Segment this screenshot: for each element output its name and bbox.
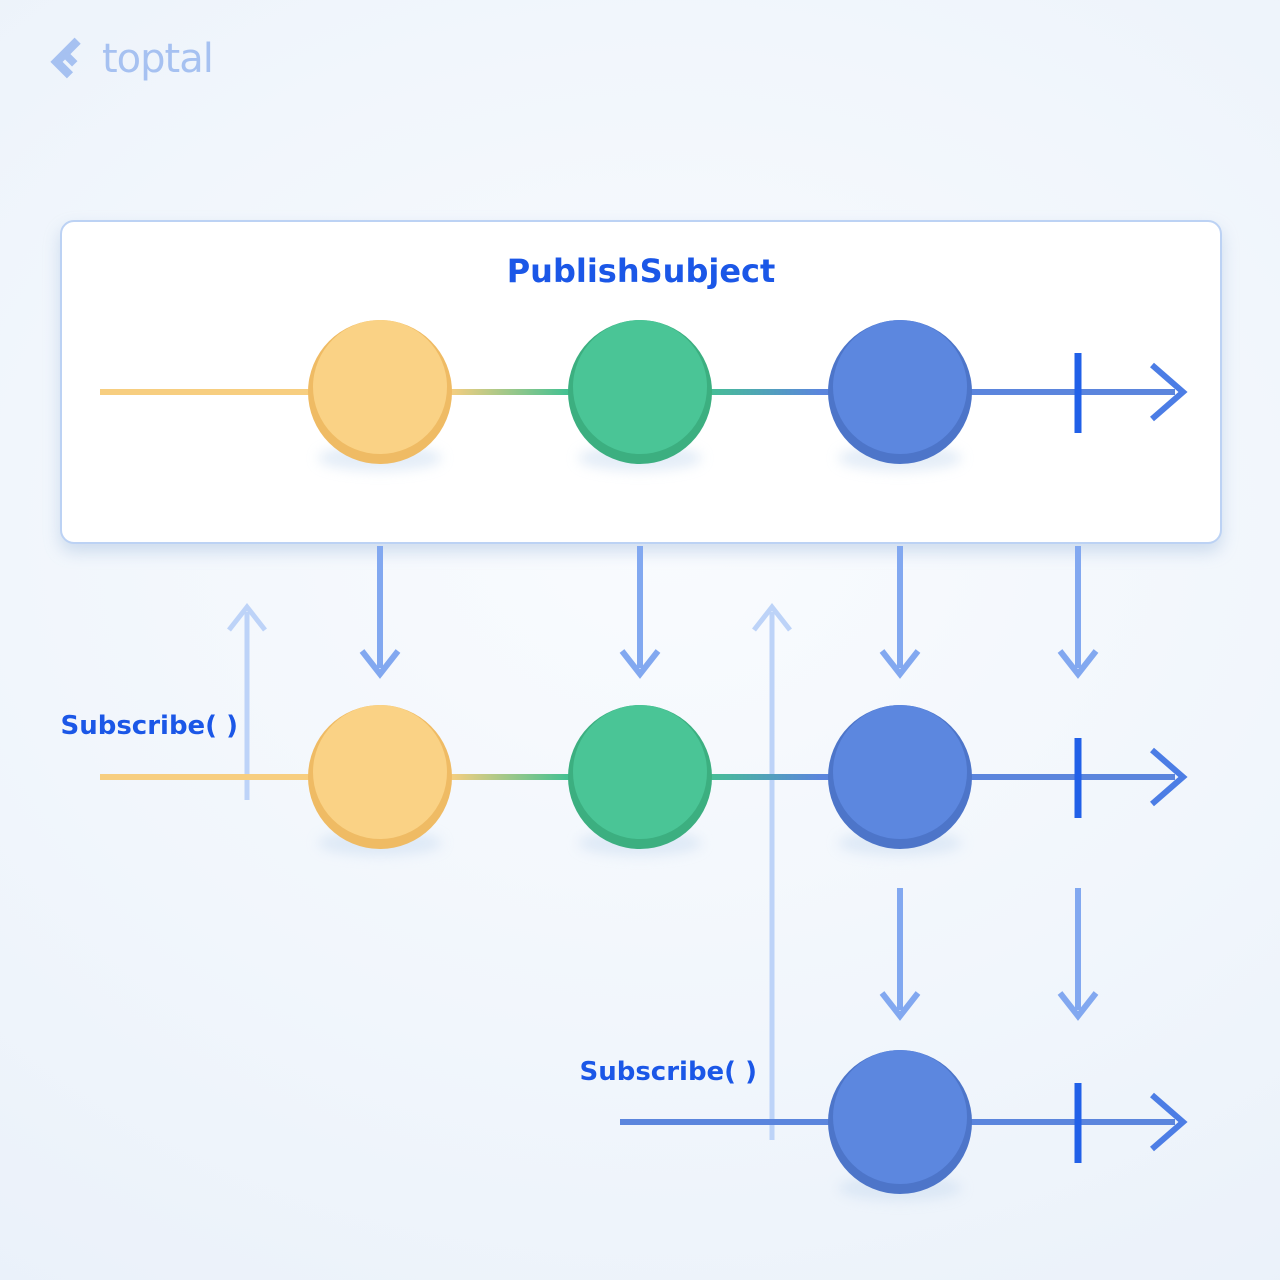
down-arrow	[1057, 888, 1099, 1021]
down-arrowhead-icon	[359, 649, 401, 679]
up-arrowhead-icon	[752, 602, 792, 632]
marble-green	[568, 705, 712, 856]
down-arrow	[359, 546, 401, 679]
toptal-logo: toptal	[44, 34, 214, 84]
emit-arrows-subscriber-1	[359, 546, 1099, 679]
emit-arrows-subscriber-2	[879, 888, 1099, 1021]
toptal-mark-icon	[50, 37, 81, 79]
subscribe-2-label: Subscribe( )	[579, 1057, 757, 1087]
subscribe-1-arrow	[227, 602, 267, 800]
down-arrowhead-icon	[1057, 991, 1099, 1021]
marble-blue	[828, 320, 972, 471]
right-arrowhead-icon	[1150, 362, 1188, 422]
subscribe-2-arrow	[752, 602, 792, 1140]
marble-yellow	[308, 320, 452, 471]
down-arrow	[619, 546, 661, 679]
marble-yellow	[308, 705, 452, 856]
publish-subject-title: PublishSubject	[506, 252, 776, 290]
down-arrowhead-icon	[879, 649, 921, 679]
marble-blue	[828, 705, 972, 856]
up-arrowhead-icon	[227, 602, 267, 632]
right-arrowhead-icon	[1150, 1092, 1188, 1152]
subscribe-1-label: Subscribe( )	[60, 711, 238, 741]
right-arrowhead-icon	[1150, 747, 1188, 807]
subscriber-2-timeline	[620, 1050, 1188, 1201]
publish-timeline	[100, 320, 1188, 471]
down-arrowhead-icon	[879, 991, 921, 1021]
down-arrowhead-icon	[1057, 649, 1099, 679]
down-arrow	[879, 546, 921, 679]
down-arrowhead-icon	[619, 649, 661, 679]
subscriber-1-timeline	[100, 705, 1188, 856]
down-arrow	[879, 888, 921, 1021]
marble-blue	[828, 1050, 972, 1201]
toptal-logo-text: toptal	[102, 36, 214, 82]
down-arrow	[1057, 546, 1099, 679]
marble-green	[568, 320, 712, 471]
